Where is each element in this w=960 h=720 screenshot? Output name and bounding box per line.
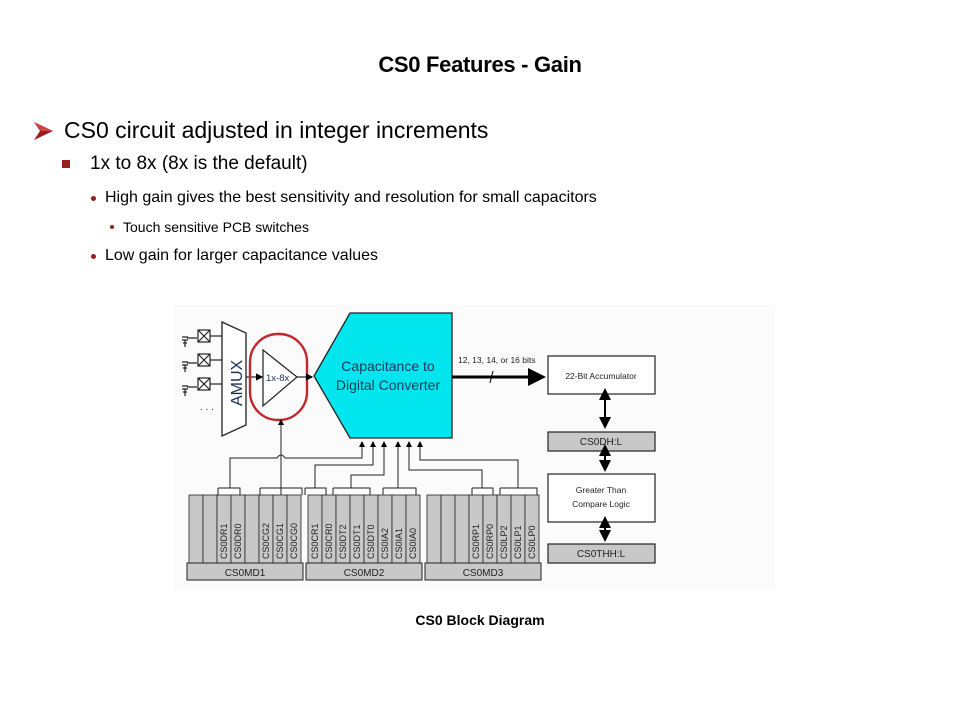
register-bit-label: CS0DR0 (233, 523, 243, 559)
bullet-level3: High gain gives the best sensitivity and… (91, 189, 597, 207)
register-bit-label: CS0DT2 (338, 524, 348, 559)
cs0-block-diagram: . . . AMUX 1x-8x Capacitance to Digital … (175, 305, 775, 590)
bullet-text: CS0 circuit adjusted in integer incremen… (64, 117, 489, 143)
register-bit-label: CS0CG1 (275, 523, 285, 559)
register-bit-label: CS0DT1 (352, 524, 362, 559)
register-bit-label: CS0LP2 (499, 525, 509, 559)
bullet-text: High gain gives the best sensitivity and… (105, 189, 597, 206)
register-bit-label: CS0CG2 (261, 523, 271, 559)
register-bit-label: CS0IA2 (380, 528, 390, 559)
slide-title: CS0 Features - Gain (378, 52, 582, 77)
register-bit-label: CS0LP1 (513, 525, 523, 559)
bullet-text: 1x to 8x (8x is the default) (90, 153, 308, 174)
more-inputs-ellipsis: . . . (200, 402, 214, 413)
square-bullet-icon (62, 160, 70, 168)
compare-label-line2: Compare Logic (572, 499, 630, 509)
register-name-bar (424, 562, 542, 581)
data-register-label: CS0DH:L (580, 437, 623, 448)
accumulator-label: 22-Bit Accumulator (565, 371, 637, 381)
register-bit-label: CS0CR1 (310, 523, 320, 559)
register-bit-label: CS0IA1 (394, 528, 404, 559)
cdc-label-line1: Capacitance to (341, 358, 435, 374)
register-bit-cell (426, 494, 442, 564)
arrowhead-bullet-icon (34, 121, 53, 140)
register-name-bar (305, 562, 423, 581)
accumulator-block (547, 355, 656, 395)
register-bit-cell (244, 494, 260, 564)
compare-label-line1: Greater Than (576, 485, 627, 495)
register-bit-cell (188, 494, 204, 564)
bullet-level3: Low gain for larger capacitance values (91, 247, 378, 265)
register-bit-label: CS0IA0 (408, 528, 418, 559)
register-bit-cell (440, 494, 456, 564)
register-bit-label: CS0RP0 (485, 524, 495, 559)
register-bit-label: CS0CG0 (289, 523, 299, 559)
register-name-label: CS0MD3 (463, 568, 504, 579)
dot-bullet-icon (91, 195, 96, 201)
register-bit-label: CS0LP0 (527, 525, 537, 559)
input-pin-2 (182, 353, 222, 372)
bullet-level2: 1x to 8x (8x is the default) (62, 153, 308, 175)
gain-label: 1x-8x (266, 373, 289, 384)
control-lines (217, 419, 538, 495)
bullet-text: Low gain for larger capacitance values (105, 247, 379, 264)
register-name-bar (186, 562, 304, 581)
amux-label: AMUX (229, 359, 246, 406)
register-bit-label: CS0DT0 (366, 524, 376, 559)
dot-bullet-icon (110, 225, 114, 229)
bus-width-label: 12, 13, 14, or 16 bits (458, 355, 536, 365)
compare-logic-block (547, 473, 656, 523)
amux-block (221, 320, 247, 438)
register-bit-label: CS0CR0 (324, 523, 334, 559)
register-name-label: CS0MD1 (225, 568, 266, 579)
dot-bullet-icon (91, 253, 96, 259)
bullet-level1: CS0 circuit adjusted in integer incremen… (32, 117, 488, 144)
register-name-label: CS0MD2 (344, 568, 385, 579)
register-bit-label: CS0DR1 (219, 523, 229, 559)
bullet-text: Touch sensitive PCB switches (123, 219, 309, 235)
threshold-register (547, 543, 656, 564)
cdc-label-line2: Digital Converter (336, 377, 441, 393)
diagram-caption: CS0 Block Diagram (415, 612, 545, 628)
bullet-level4: Touch sensitive PCB switches (110, 219, 309, 235)
register-bit-label: CS0RP1 (471, 524, 481, 559)
gain-amplifier (262, 348, 298, 408)
input-pin-1 (182, 329, 222, 347)
register-cs0md2: CS0CR1 CS0CR0 CS0DT2 CS0DT1 CS0DT0 CS0IA2 CS0I… (305, 494, 423, 581)
threshold-register-label: CS0THH:L (577, 549, 626, 560)
register-bit-cell (454, 494, 470, 564)
cdc-block (313, 312, 453, 439)
register-bit-cell (202, 494, 218, 564)
input-pins (182, 329, 222, 396)
input-pin-3 (182, 377, 222, 396)
